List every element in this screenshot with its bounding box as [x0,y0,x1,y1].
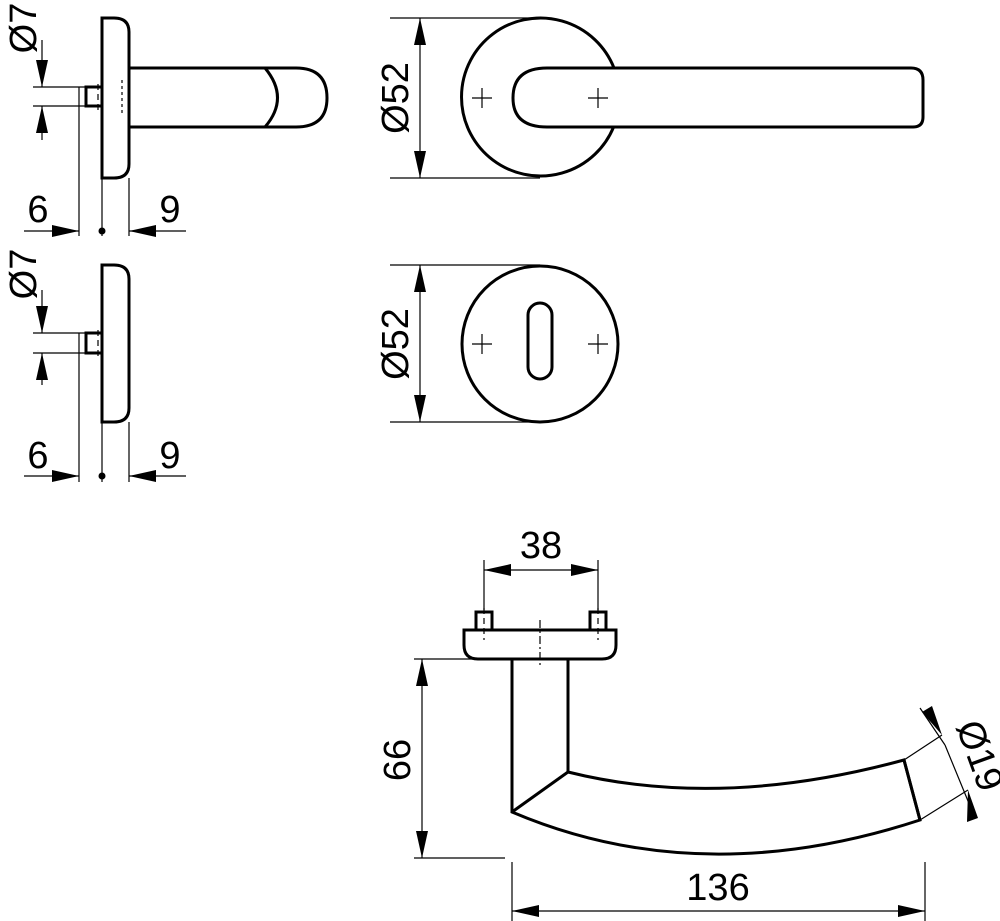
screw-mark-left-key [472,334,492,354]
spindle-side-bottom [84,331,102,355]
dim-lever-length: 136 [686,867,749,909]
key-rose-plate-side [100,263,131,424]
lever-shading-curve [263,67,279,128]
dim-fixing-spacing: 38 [520,525,562,567]
dim-offset-left-top: 6 [27,189,48,231]
lever-side [129,66,329,129]
dim-grip-diameter: Ø19 [947,715,1000,797]
dim-offset-right-bottom: 9 [159,435,180,477]
screw-mark-right-key [588,334,608,354]
lever-top-body [510,659,922,856]
front-view-lever-rose: Ø52 [375,16,925,179]
rose-plate-top [462,628,618,661]
dim-rose-diameter-bottom: Ø52 [375,308,417,380]
dim-spindle-bottom: Ø7 [3,249,45,300]
dim-spindle-top: Ø7 [3,3,45,54]
side-view-key-rose: Ø7 6 9 [3,249,186,482]
dim-rose-diameter-top: Ø52 [375,62,417,134]
rose-plate-side [100,16,131,180]
dim-offset-left-bottom: 6 [27,435,48,477]
side-view-lever-rose: Ø7 6 9 [3,3,329,237]
dim-projection: 66 [377,739,419,781]
front-view-key-rose: Ø52 [375,264,620,424]
key-rose-circle [460,264,620,424]
spindle-side [84,85,102,108]
screw-mark-right [588,88,608,108]
lever-front [511,66,925,129]
dim-offset-right-top: 9 [159,189,180,231]
keyhole-slot [526,301,554,381]
rose-circle [460,16,616,178]
top-view-lever: 38 66 136 Ø19 [377,525,1000,921]
screw-mark-left [472,88,492,108]
